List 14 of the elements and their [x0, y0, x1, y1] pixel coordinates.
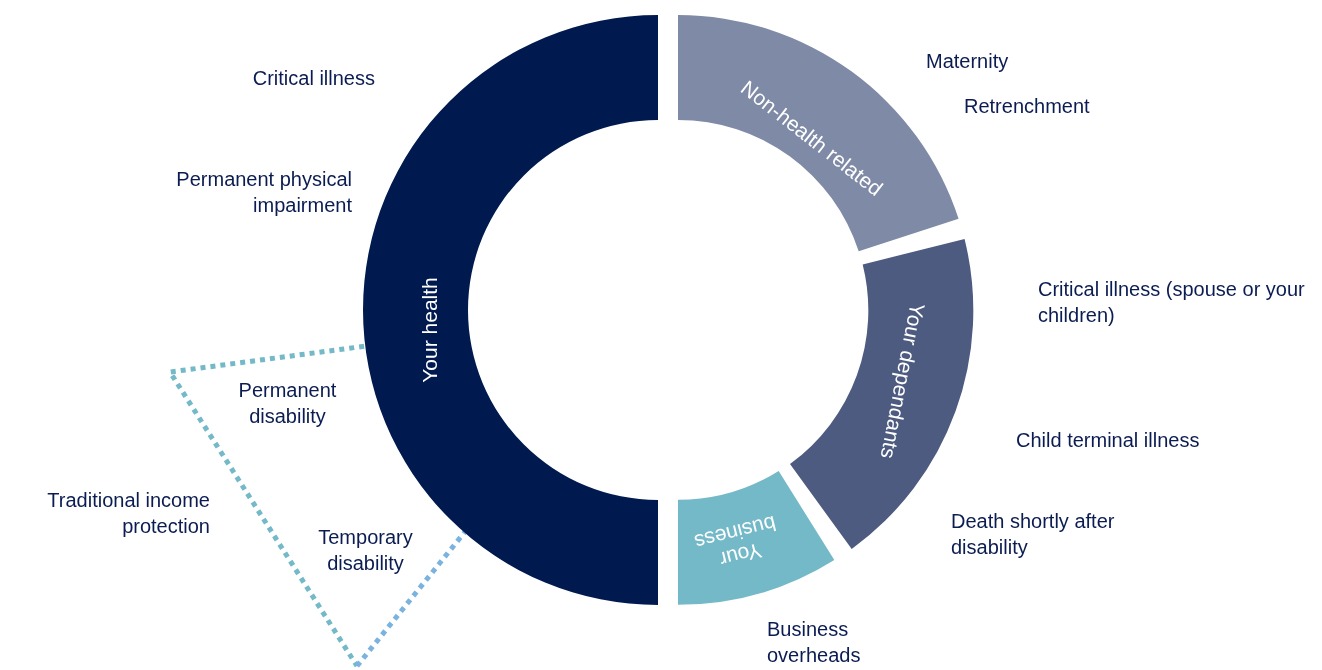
segment-label: Your business	[691, 510, 780, 574]
coverage-label: Business overheads	[767, 617, 862, 668]
coverage-label: Maternity	[926, 49, 1010, 74]
coverage-label: Permanent disability	[237, 378, 338, 429]
coverage-label: Child terminal illness	[1016, 428, 1201, 453]
coverage-label: Critical illness (spouse or your children)	[1038, 277, 1306, 328]
segment-label: Your dependants	[876, 301, 930, 461]
coverage-label: Permanent physical impairment	[175, 167, 352, 218]
coverage-label: Critical illness	[251, 66, 375, 91]
segment-label: Your health	[418, 277, 442, 383]
coverage-label: Retrenchment	[964, 94, 1091, 119]
coverage-label: Traditional income protection	[46, 488, 210, 539]
coverage-label: Death shortly after disability	[951, 509, 1116, 560]
coverage-label: Temporary disability	[317, 525, 414, 576]
